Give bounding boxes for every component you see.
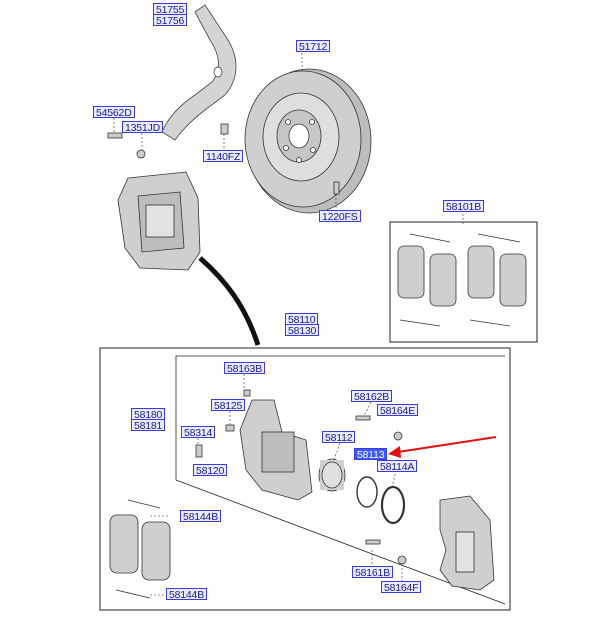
caliper-assembly-box [99, 347, 511, 611]
small-hardware-bottom [195, 389, 407, 565]
piston-and-seals [318, 458, 406, 525]
part-label-58130[interactable]: 58130 [285, 324, 320, 337]
leader-lines [113, 53, 464, 596]
red-arrow [388, 436, 497, 458]
part-label-58113[interactable]: 58113 [354, 448, 388, 461]
part-label-58180[interactable]: 58180 [131, 408, 166, 421]
part-label-58181[interactable]: 58181 [131, 419, 166, 432]
part-label-1140fz[interactable]: 1140FZ [203, 150, 244, 163]
part-label-1351jd[interactable]: 1351JD [122, 121, 163, 134]
part-label-58164f[interactable]: 58164F [381, 581, 422, 594]
part-label-58114a[interactable]: 58114A [377, 460, 418, 473]
part-label-51756[interactable]: 51756 [153, 14, 188, 27]
part-label-58101b[interactable]: 58101B [443, 200, 485, 213]
caliper-body-top [117, 171, 201, 271]
part-label-51712[interactable]: 51712 [296, 40, 331, 53]
pad-kit-box [389, 221, 538, 343]
part-label-58144b-lower[interactable]: 58144B [166, 588, 208, 601]
pad-kit-drawing [397, 233, 527, 327]
part-label-58144b-upper[interactable]: 58144B [180, 510, 222, 523]
part-label-58314[interactable]: 58314 [181, 426, 216, 439]
pads-bottom [109, 499, 171, 599]
part-label-58125[interactable]: 58125 [211, 399, 246, 412]
caliper-body-bottom [239, 399, 313, 501]
part-label-58162b[interactable]: 58162B [351, 390, 393, 403]
brake-disc [244, 68, 372, 214]
part-label-1220fs[interactable]: 1220FS [319, 210, 361, 223]
caliper-subgroup-outline [175, 355, 505, 480]
part-label-58163b[interactable]: 58163B [224, 362, 266, 375]
part-label-54562d[interactable]: 54562D [93, 106, 135, 119]
part-label-58164e[interactable]: 58164E [377, 404, 419, 417]
part-label-58112[interactable]: 58112 [322, 431, 356, 444]
assembly-callout-curve [198, 256, 261, 346]
carrier-bracket [439, 495, 495, 591]
small-hardware-top [107, 123, 340, 195]
part-label-58161b[interactable]: 58161B [352, 566, 394, 579]
part-label-58120[interactable]: 58120 [193, 464, 228, 477]
